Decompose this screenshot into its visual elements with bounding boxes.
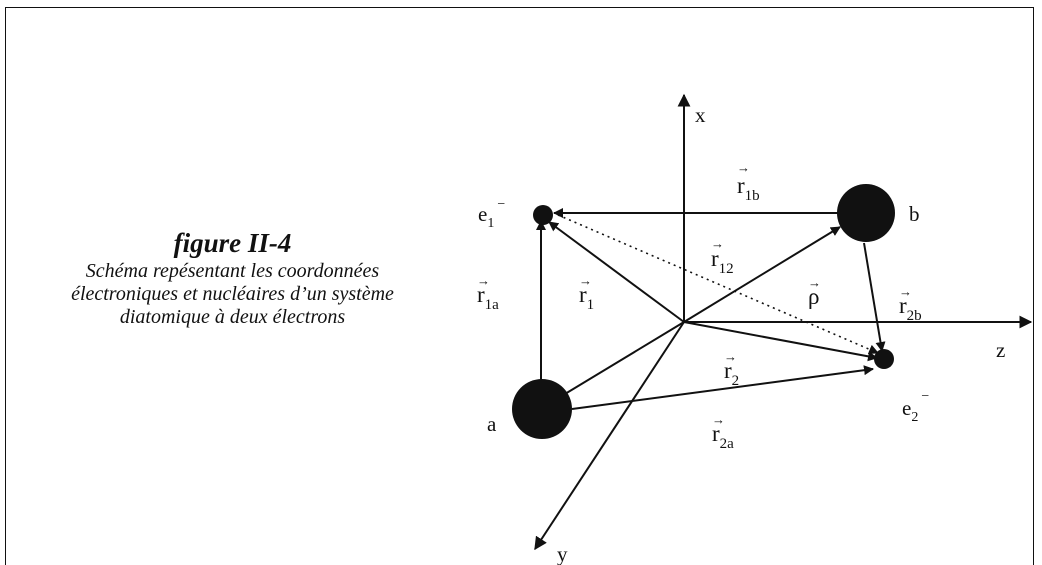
vector-label-r12: → r12: [711, 236, 734, 277]
svg-text:ρ: ρ: [808, 284, 819, 309]
svg-text:→: →: [724, 349, 737, 364]
svg-text:r2: r2: [724, 358, 739, 389]
svg-text:r1b: r1b: [737, 173, 760, 204]
y-axis: [534, 321, 685, 551]
svg-text:r2b: r2b: [899, 293, 922, 324]
svg-text:→: →: [711, 236, 724, 251]
nucleus-b: [837, 184, 895, 242]
svg-text:→: →: [808, 275, 821, 290]
axis-label-x: x: [695, 103, 706, 127]
svg-text:r12: r12: [711, 246, 734, 277]
vector-r2b: [863, 242, 886, 352]
vector-label-r2: → r2: [724, 349, 739, 389]
svg-text:→: →: [477, 273, 490, 288]
axis-label-z: z: [996, 338, 1005, 362]
vector-label-r1b: → r1b: [737, 160, 760, 204]
nucleus-a: [512, 379, 572, 439]
svg-text:→: →: [712, 412, 725, 427]
caption-title: figure II-4: [173, 228, 292, 258]
svg-text:→: →: [579, 273, 592, 288]
vector-r2a: [571, 365, 874, 410]
vector-label-r2a: → r2a: [712, 412, 734, 452]
vector-r2: [683, 321, 878, 362]
figure-frame: [5, 7, 1034, 565]
svg-text:→: →: [899, 284, 912, 299]
caption-body: Schéma repésentant les coordonnées élect…: [71, 260, 394, 328]
vector-label-r2b: → r2b: [899, 284, 922, 324]
vector-a-to-origin: [559, 321, 685, 398]
vector-r1: [548, 221, 685, 323]
svg-text:r1: r1: [579, 282, 594, 313]
svg-text:r2a: r2a: [712, 421, 734, 452]
vector-rho: [683, 226, 841, 323]
electron-e2: [874, 349, 894, 369]
figure-caption: figure II-4 Schéma repésentant les coord…: [40, 226, 425, 329]
axis-label-y: y: [557, 542, 568, 565]
electron-e1: [533, 205, 553, 225]
electron-label-e2: e2−: [902, 389, 929, 425]
vector-label-r1a: → r1a: [477, 273, 499, 313]
nucleus-label-b: b: [909, 202, 920, 226]
electron-label-e1: e1−: [478, 197, 505, 231]
nucleus-label-a: a: [487, 412, 497, 436]
vector-label-rho: → ρ: [808, 275, 821, 309]
svg-text:→: →: [737, 160, 750, 175]
vector-r12: [557, 214, 879, 355]
svg-text:r1a: r1a: [477, 282, 499, 313]
vector-label-r1: → r1: [579, 273, 594, 313]
